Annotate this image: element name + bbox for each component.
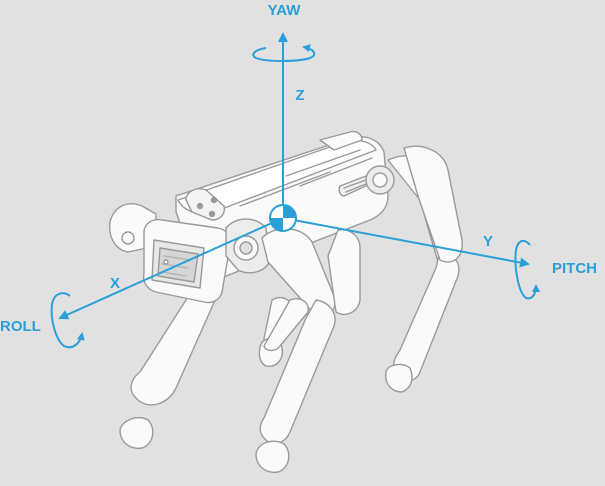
pitch-rotation-icon [514,239,540,300]
y-axis [282,217,530,268]
yaw-label: YAW [268,2,302,19]
y-axis-label: Y [483,233,493,250]
x-axis-label: X [110,275,120,292]
yaw-rotation-icon [252,44,316,62]
roll-rotation-icon [50,292,85,349]
z-axis-label: Z [295,87,304,104]
near-rear-leg [327,145,463,316]
front-left-leg [119,282,217,449]
pitch-label: PITCH [552,260,597,277]
mid-front-leg [263,298,309,352]
near-front-leg [255,227,336,473]
front-hip-joint [225,218,271,274]
coordinate-axes [50,32,540,349]
roll-label: ROLL [0,318,41,335]
robot-illustration [109,130,463,473]
center-of-mass-marker [269,204,297,232]
x-axis [58,217,284,320]
